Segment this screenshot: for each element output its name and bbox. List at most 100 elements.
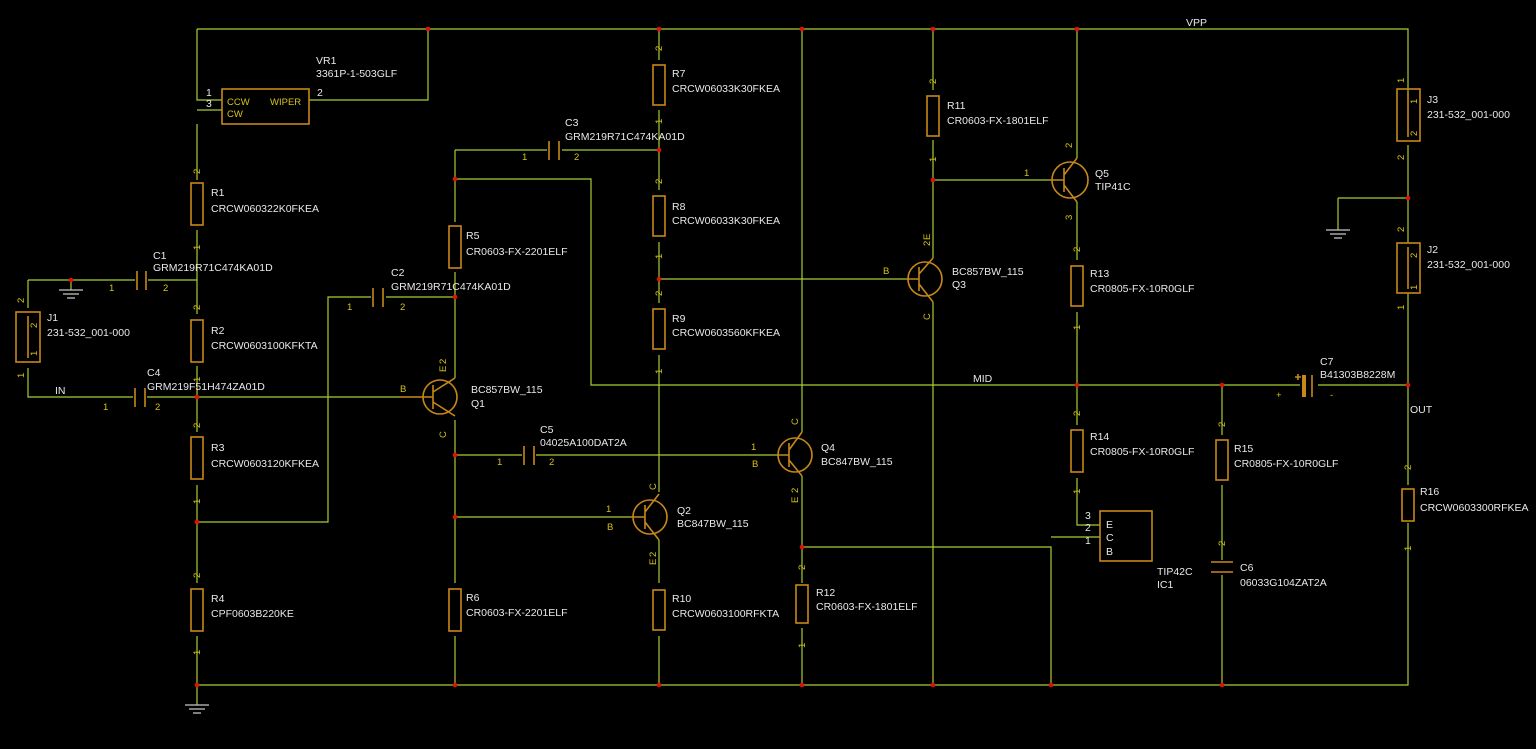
resistor-r15[interactable]: 2 R15 CR0805-FX-10R0GLF [1215,422,1338,481]
r13-ref: R13 [1090,268,1109,280]
svg-text:2: 2 [654,46,665,51]
resistor-r4[interactable]: 2 1 R4 CPF0603B220KE [190,573,294,655]
svg-text:E: E [922,234,933,240]
c3-ref: C3 [565,117,579,129]
transistor-q1[interactable]: B 2 E C BC857BW_115 Q1 [400,359,543,438]
r8-ref: R8 [672,201,686,213]
ic1-ref: IC1 [1157,579,1174,591]
ic1-value: TIP42C [1157,566,1193,578]
resistor-r12[interactable]: 2 1 R12 CR0603-FX-1801ELF [795,565,918,648]
r10-value: CRCW0603100RFKTA [672,608,779,620]
r2-value: CRCW0603100KFKTA [211,340,318,352]
svg-text:1: 1 [1072,325,1083,330]
c1-value: GRM219R71C474KA01D [153,262,273,274]
r4-value: CPF0603B220KE [211,608,294,620]
net-in: IN [55,385,66,397]
connector-j1[interactable]: 2 1 2 1 J1 231-532_001-000 [15,298,130,378]
c4-value: GRM219F51H474ZA01D [147,381,265,393]
j3-value: 231-532_001-000 [1427,109,1510,121]
resistor-r11[interactable]: 2 1 R11 CR0603-FX-1801ELF [926,79,1049,162]
resistor-r6[interactable]: R6 CR0603-FX-2201ELF [448,588,568,632]
r10-ref: R10 [672,593,691,605]
resistor-r2[interactable]: 2 1 R2 CRCW0603100KFKTA [190,305,318,382]
svg-text:1: 1 [497,457,502,468]
resistor-r13[interactable]: 2 1 R13 CR0805-FX-10R0GLF [1070,247,1194,330]
connector-j2[interactable]: 2 1 2 1 J2 231-532_001-000 [1396,227,1510,310]
svg-text:1: 1 [606,504,611,515]
r12-value: CR0603-FX-1801ELF [816,601,918,613]
r1-ref: R1 [211,187,225,199]
resistor-r16[interactable]: 2 1 R16 CRCW0603300RFKEA [1401,465,1529,551]
net-vpp: VPP [1186,17,1207,29]
c7-minus: - [1330,390,1333,401]
r3-value: CRCW0603120KFKEA [211,458,319,470]
svg-text:2: 2 [574,152,579,163]
potentiometer-vr1[interactable]: CCW CW WIPER 1 3 2 VR1 3361P-1-503GLF [206,55,397,125]
c4-ref: C4 [147,367,161,379]
svg-text:2: 2 [1409,253,1420,258]
resistor-r7[interactable]: 2 1 R7 CRCW06033K30FKEA [652,46,780,124]
capacitor-c3[interactable]: 1 2 C3 GRM219R71C474KA01D [522,117,685,163]
junctions [68,26,1411,688]
r4-ref: R4 [211,593,225,605]
svg-text:2: 2 [29,323,40,328]
r5-value: CR0603-FX-2201ELF [466,246,568,258]
resistor-r1[interactable]: 2 1 R1 CRCW060322K0FKEA [190,169,319,250]
resistor-r14[interactable]: 2 1 R14 CR0805-FX-10R0GLF [1070,411,1194,494]
svg-text:1: 1 [797,643,808,648]
resistor-r5[interactable]: R5 CR0603-FX-2201ELF [448,225,568,269]
q3-value: BC857BW_115 [952,266,1024,278]
svg-text:1: 1 [654,369,665,374]
svg-text:B: B [883,266,889,277]
transistor-q3[interactable]: B 2 E C BC857BW_115 Q3 [883,234,1024,320]
capacitor-c6[interactable]: 2 C6 06033G104ZAT2A [1211,541,1327,589]
c7-plus: + [1276,390,1282,401]
svg-text:E: E [790,497,801,503]
vr1-pin2: 2 [317,87,323,99]
r6-value: CR0603-FX-2201ELF [466,607,568,619]
svg-text:2: 2 [1396,227,1407,232]
capacitor-c2[interactable]: 1 2 C2 GRM219R71C474KA01D [347,267,511,313]
c5-value: 04025A100DAT2A [540,437,627,449]
svg-text:1: 1 [1396,78,1407,83]
svg-text:E: E [648,559,659,565]
j1-value: 231-532_001-000 [47,327,130,339]
net-mid: MID [973,373,993,385]
svg-text:2: 2 [1064,143,1075,148]
svg-text:1: 1 [522,152,527,163]
resistor-r10[interactable]: R10 CRCW0603100RFKTA [652,589,779,631]
resistor-r9[interactable]: 2 1 R9 CRCW0603560KFKEA [652,291,780,374]
capacitor-c7[interactable]: + - C7 B41303B8228M [1276,356,1395,401]
r7-ref: R7 [672,68,686,80]
q1-ref: Q1 [471,398,485,410]
svg-text:1: 1 [928,157,939,162]
transistor-q2[interactable]: 1 B C 2 E Q2 BC847BW_115 [606,483,749,565]
svg-text:E: E [438,366,449,372]
svg-text:1: 1 [192,377,203,382]
resistor-r8[interactable]: 2 1 R8 CRCW06033K30FKEA [652,179,780,259]
resistor-r3[interactable]: 2 1 R3 CRCW0603120KFKEA [190,423,319,504]
r9-value: CRCW0603560KFKEA [672,327,780,339]
svg-text:1: 1 [103,402,108,413]
vr1-ref: VR1 [316,55,337,67]
svg-text:C: C [922,313,933,320]
svg-text:B: B [607,522,613,533]
r15-ref: R15 [1234,443,1253,455]
capacitor-c5[interactable]: 1 2 C5 04025A100DAT2A [497,424,627,468]
svg-text:E: E [1106,519,1113,531]
capacitor-c1[interactable]: 1 2 C1 GRM219R71C474KA01D [109,250,273,294]
svg-text:1: 1 [751,442,756,453]
q2-value: BC847BW_115 [677,518,749,530]
c6-ref: C6 [1240,562,1254,574]
svg-text:1: 1 [1396,305,1407,310]
transistor-q5[interactable]: 1 2 3 Q5 TIP41C [1024,143,1131,220]
transistor-q4[interactable]: 1 B C 2 E Q4 BC847BW_115 [751,418,893,503]
j2-ref: J2 [1427,244,1438,256]
j1-ref: J1 [47,312,58,324]
svg-text:2: 2 [790,488,801,493]
connector-j3[interactable]: 1 2 1 2 J3 231-532_001-000 [1396,78,1510,160]
q5-ref: Q5 [1095,168,1109,180]
capacitor-c4[interactable]: 1 2 C4 GRM219F51H474ZA01D [103,367,265,413]
ic1-tip42c[interactable]: E C B 3 2 1 TIP42C IC1 [1085,510,1193,591]
